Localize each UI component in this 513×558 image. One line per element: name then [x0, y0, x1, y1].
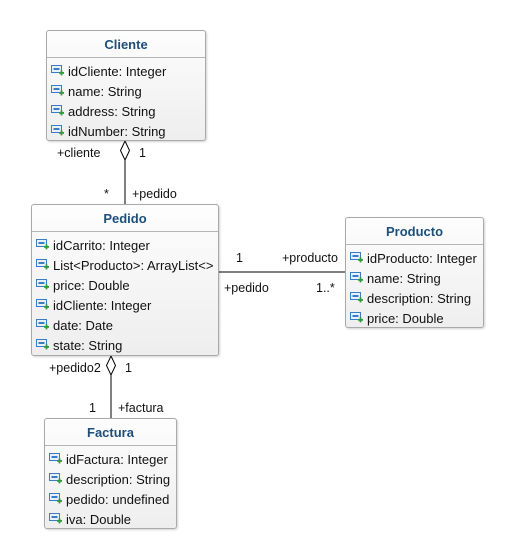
attribute-label: description: String — [66, 471, 171, 487]
attribute-label: description: String — [367, 290, 472, 306]
attribute-row[interactable]: List<Producto>: ArrayList<> — [32, 255, 218, 275]
multiplicity-producto: 1..* — [316, 281, 335, 295]
attribute-icon — [49, 472, 62, 483]
attribute-label: name: String — [367, 270, 441, 286]
role-label-cliente: +cliente — [57, 146, 101, 160]
attribute-row[interactable]: name: String — [47, 81, 205, 101]
attribute-row[interactable]: idCarrito: Integer — [32, 235, 218, 255]
aggregation-diamond-cliente — [119, 139, 131, 162]
attribute-icon — [51, 124, 64, 135]
attribute-row[interactable]: name: String — [346, 268, 483, 288]
attribute-row[interactable]: idNumber: String — [47, 121, 205, 141]
attribute-row[interactable]: idFactura: Integer — [45, 449, 176, 469]
role-label-factura: +factura — [118, 401, 164, 415]
attribute-label: idNumber: String — [68, 123, 166, 139]
attribute-label: address: String — [68, 103, 156, 119]
attribute-icon — [350, 291, 363, 302]
attribute-icon — [350, 311, 363, 322]
role-label-pedido: +pedido — [132, 187, 177, 201]
role-label-pedido2: +pedido2 — [49, 361, 101, 375]
attribute-row[interactable]: price: Double — [32, 275, 218, 295]
class-pedido-title: Pedido — [32, 205, 218, 232]
attribute-label: date: Date — [53, 317, 113, 333]
attribute-label: price: Double — [367, 310, 444, 326]
attribute-icon — [36, 278, 49, 289]
attribute-icon — [49, 492, 62, 503]
multiplicity-pedido-to-factura: 1 — [125, 361, 132, 375]
attribute-label: idFactura: Integer — [66, 451, 168, 467]
multiplicity-pedido-to-producto: 1 — [236, 251, 243, 265]
role-label-producto: +producto — [282, 251, 338, 265]
attribute-row[interactable]: date: Date — [32, 315, 218, 335]
attribute-icon — [36, 258, 49, 269]
attribute-label: pedido: undefined — [66, 491, 170, 507]
attribute-row[interactable]: price: Double — [346, 308, 483, 328]
class-producto-title: Producto — [346, 218, 483, 245]
attribute-label: idProducto: Integer — [367, 250, 477, 266]
attribute-icon — [350, 271, 363, 282]
attribute-icon — [350, 251, 363, 262]
class-factura-attributes: idFactura: Integer description: String p… — [45, 446, 176, 529]
attribute-icon — [49, 512, 62, 523]
multiplicity-pedido-to-cliente: * — [104, 187, 109, 201]
attribute-row[interactable]: state: String — [32, 335, 218, 355]
attribute-icon — [51, 84, 64, 95]
attribute-label: price: Double — [53, 277, 130, 293]
attribute-row[interactable]: description: String — [346, 288, 483, 308]
class-pedido[interactable]: Pedido idCarrito: Integer List<Producto>… — [31, 204, 219, 356]
attribute-icon — [36, 238, 49, 249]
attribute-label: state: String — [53, 337, 123, 353]
class-producto-attributes: idProducto: Integer name: String descrip… — [346, 245, 483, 328]
attribute-label: iva: Double — [66, 511, 132, 527]
class-cliente-attributes: idCliente: Integer name: String address:… — [47, 58, 205, 141]
attribute-label: idCliente: Integer — [53, 297, 152, 313]
attribute-row[interactable]: address: String — [47, 101, 205, 121]
attribute-label: idCarrito: Integer — [53, 237, 150, 253]
attribute-label: List<Producto>: ArrayList<> — [53, 257, 214, 273]
attribute-row[interactable]: pedido: undefined — [45, 489, 176, 509]
multiplicity-cliente: 1 — [139, 146, 146, 160]
class-pedido-attributes: idCarrito: Integer List<Producto>: Array… — [32, 232, 218, 355]
attribute-row[interactable]: description: String — [45, 469, 176, 489]
attribute-row[interactable]: idCliente: Integer — [32, 295, 218, 315]
attribute-row[interactable]: idProducto: Integer — [346, 248, 483, 268]
class-cliente[interactable]: Cliente idCliente: Integer name: String … — [46, 30, 206, 141]
aggregation-diamond-pedido — [105, 354, 117, 377]
class-factura-title: Factura — [45, 419, 176, 446]
attribute-row[interactable]: iva: Double — [45, 509, 176, 529]
attribute-label: idCliente: Integer — [68, 63, 167, 79]
attribute-icon — [49, 452, 62, 463]
class-cliente-title: Cliente — [47, 31, 205, 58]
attribute-icon — [51, 64, 64, 75]
attribute-row[interactable]: idCliente: Integer — [47, 61, 205, 81]
attribute-label: name: String — [68, 83, 142, 99]
attribute-icon — [36, 298, 49, 309]
attribute-icon — [36, 338, 49, 349]
role-label-pedido-producto: +pedido — [224, 281, 269, 295]
class-factura[interactable]: Factura idFactura: Integer description: … — [44, 418, 177, 529]
attribute-icon — [36, 318, 49, 329]
attribute-icon — [51, 104, 64, 115]
class-producto[interactable]: Producto idProducto: Integer name: Strin… — [345, 217, 484, 328]
multiplicity-factura: 1 — [89, 401, 96, 415]
